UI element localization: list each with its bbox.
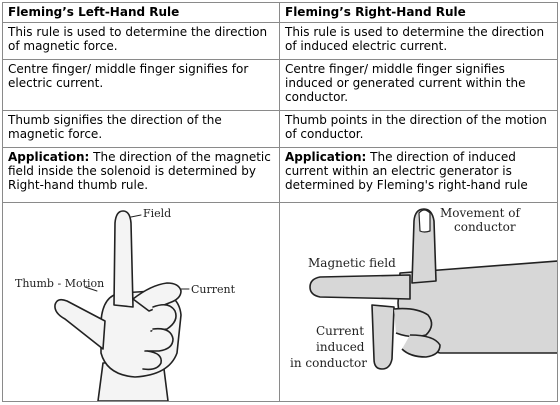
left-hand-figure-cell: Field Thumb - Motion Current: [2, 202, 280, 402]
figure-row: Field Thumb - Motion Current: [2, 202, 558, 402]
row3-left: Thumb signifies the direction of the mag…: [2, 110, 280, 148]
header-left: Fleming’s Left-Hand Rule: [2, 2, 280, 23]
label-magnetic-field: Magnetic field: [308, 256, 396, 270]
left-hand-illustration: Field Thumb - Motion Current: [15, 207, 236, 401]
label-current-line3: in conductor: [290, 356, 367, 370]
application-right: Application: The direction of induced cu…: [279, 147, 558, 203]
row2-right: Centre finger/ middle finger signifies i…: [279, 59, 558, 111]
right-hand-figure-cell: Movement of conductor Magnetic field Cur…: [279, 202, 558, 402]
application-label-right: Application:: [285, 150, 367, 164]
index-finger-up: [113, 210, 134, 308]
table-row: This rule is used to determine the direc…: [2, 22, 558, 60]
header-row: Fleming’s Left-Hand Rule Fleming’s Right…: [2, 2, 558, 23]
application-row: Application: The direction of the magnet…: [2, 147, 558, 203]
index-finger-left: [309, 274, 411, 300]
table-row: Centre finger/ middle finger signifies f…: [2, 59, 558, 111]
table-row: Thumb signifies the direction of the mag…: [2, 110, 558, 148]
curled-finger-2: [144, 327, 174, 352]
middle-finger-down: [371, 304, 395, 370]
application-text-left: The direction of the magnetic field insi…: [8, 150, 271, 192]
label-current-line2: induced: [316, 340, 365, 354]
label-movement-line1: Movement of: [440, 206, 521, 220]
label-thumb-motion: Thumb - Motion: [15, 277, 104, 290]
application-text-right: The direction of induced current within …: [285, 150, 528, 192]
application-left: Application: The direction of the magnet…: [2, 147, 280, 203]
curled-finger-3: [142, 350, 163, 371]
header-right: Fleming’s Right-Hand Rule: [279, 2, 558, 23]
label-current: Current: [191, 283, 236, 296]
right-hand-illustration: Movement of conductor Magnetic field Cur…: [290, 206, 557, 370]
label-current-line1: Current: [316, 324, 364, 338]
middle-finger-right: [132, 282, 182, 312]
label-movement-line2: conductor: [454, 220, 516, 234]
row2-left: Centre finger/ middle finger signifies f…: [2, 59, 280, 111]
label-field: Field: [143, 207, 171, 220]
row1-right: This rule is used to determine the direc…: [279, 22, 558, 60]
curled-finger-b: [401, 334, 441, 358]
row1-left: This rule is used to determine the direc…: [2, 22, 280, 60]
application-label-left: Application:: [8, 150, 90, 164]
row3-right: Thumb points in the direction of the mot…: [279, 110, 558, 148]
thumb-left: [54, 298, 106, 350]
curled-finger-1: [150, 303, 177, 332]
